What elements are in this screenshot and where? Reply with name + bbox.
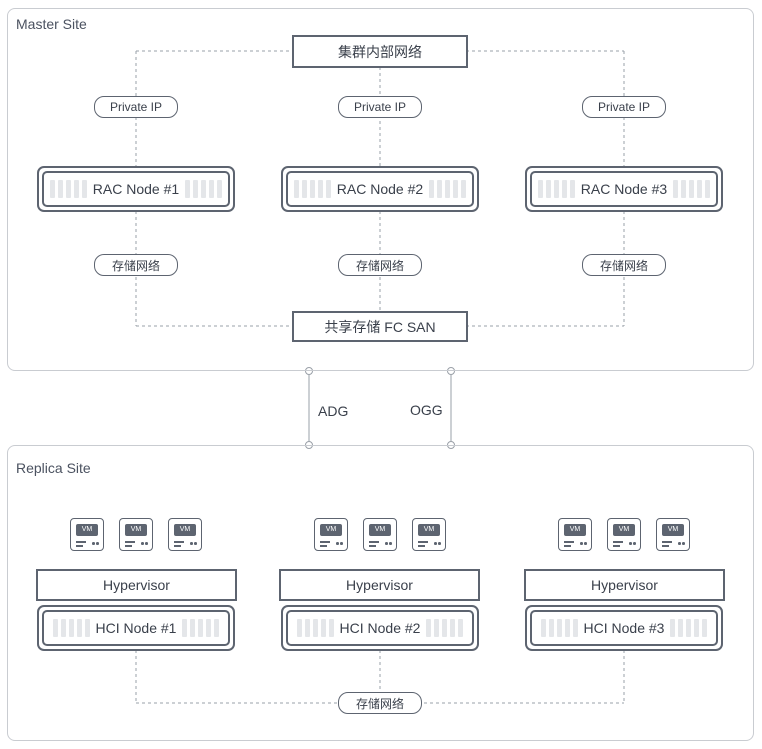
disk-slots-left	[296, 619, 334, 637]
disk-slots-left	[49, 180, 87, 198]
storage-network-pill-2: 存储网络	[338, 254, 422, 276]
disk-slots-right	[670, 619, 708, 637]
replica-site-title: Replica Site	[16, 460, 91, 476]
disk-slots-left	[52, 619, 90, 637]
vm-icon: VM	[70, 518, 104, 551]
disk-slots-right	[182, 619, 220, 637]
private-ip-pill-3: Private IP	[582, 96, 666, 118]
replica-site-panel	[7, 445, 754, 741]
disk-slots-left	[537, 180, 575, 198]
shared-storage-box: 共享存储 FC SAN	[292, 311, 468, 342]
vm-icon: VM	[168, 518, 202, 551]
vm-icon: VM	[656, 518, 690, 551]
hypervisor-box-1: Hypervisor	[36, 569, 237, 601]
hci-node-3: HCI Node #3	[525, 605, 723, 651]
vm-icon: VM	[363, 518, 397, 551]
hci-node-label: HCI Node #1	[95, 620, 177, 636]
vm-icon: VM	[412, 518, 446, 551]
rac-node-1: RAC Node #1	[37, 166, 235, 212]
cluster-network-box: 集群内部网络	[292, 35, 468, 68]
rac-node-label: RAC Node #3	[580, 181, 668, 197]
hci-node-label: HCI Node #3	[583, 620, 665, 636]
ogg-link-label: OGG	[410, 402, 443, 418]
rac-node-2: RAC Node #2	[281, 166, 479, 212]
vm-icon: VM	[119, 518, 153, 551]
master-site-panel	[7, 8, 754, 371]
rac-node-label: RAC Node #1	[92, 181, 180, 197]
disk-slots-left	[540, 619, 578, 637]
master-site-title: Master Site	[16, 16, 87, 32]
disk-slots-left	[293, 180, 331, 198]
replica-storage-network-pill: 存储网络	[338, 692, 422, 714]
hypervisor-box-3: Hypervisor	[524, 569, 725, 601]
vm-icon: VM	[314, 518, 348, 551]
disk-slots-right	[426, 619, 464, 637]
hci-node-2: HCI Node #2	[281, 605, 479, 651]
disk-slots-right	[673, 180, 711, 198]
storage-network-pill-1: 存储网络	[94, 254, 178, 276]
adg-link-label: ADG	[318, 403, 349, 419]
vm-icon: VM	[558, 518, 592, 551]
disk-slots-right	[185, 180, 223, 198]
rac-node-3: RAC Node #3	[525, 166, 723, 212]
private-ip-pill-1: Private IP	[94, 96, 178, 118]
hypervisor-box-2: Hypervisor	[279, 569, 480, 601]
private-ip-pill-2: Private IP	[338, 96, 422, 118]
rac-node-label: RAC Node #2	[336, 181, 424, 197]
vm-icon: VM	[607, 518, 641, 551]
hci-node-label: HCI Node #2	[339, 620, 421, 636]
storage-network-pill-3: 存储网络	[582, 254, 666, 276]
disk-slots-right	[429, 180, 467, 198]
hci-node-1: HCI Node #1	[37, 605, 235, 651]
